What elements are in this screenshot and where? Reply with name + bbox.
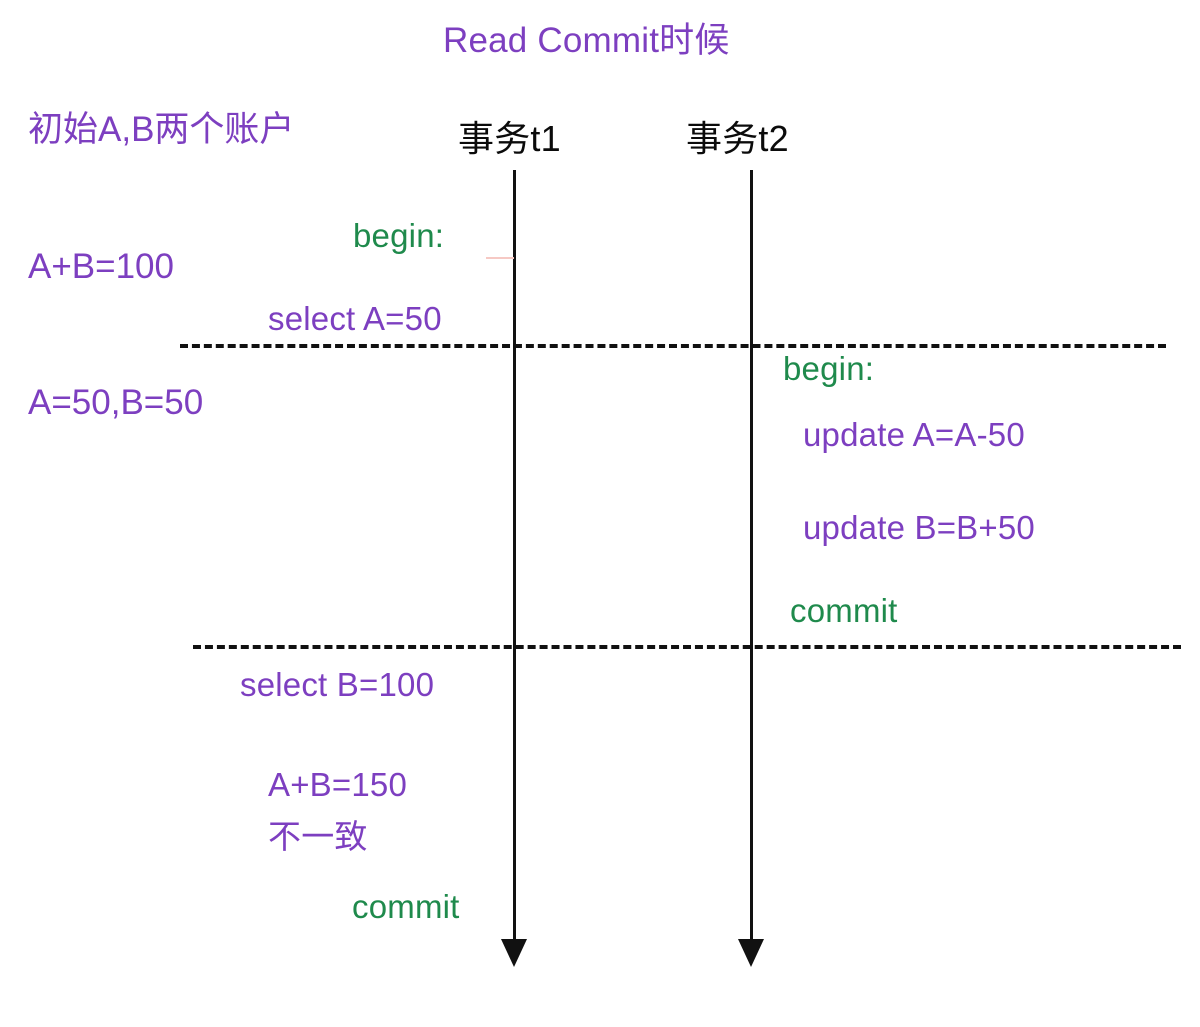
note-line-1: 初始A,B两个账户	[28, 110, 295, 149]
diagram-title: Read Commit时候	[443, 21, 730, 60]
lifeline-t1	[513, 170, 516, 943]
t2-step-update-a: update A=A-50	[803, 416, 1025, 453]
lifeline-t1-arrowhead-icon	[501, 939, 527, 967]
lane-label-t1: 事务t1	[458, 118, 561, 159]
separator-top	[180, 344, 1166, 348]
lifeline-t2-arrowhead-icon	[738, 939, 764, 967]
lifeline-t2	[750, 170, 753, 943]
t2-step-update-b: update B=B+50	[803, 509, 1035, 546]
pink-tick-mark	[486, 257, 514, 259]
t1-step-begin: begin:	[353, 217, 445, 254]
initial-state-note: 初始A,B两个账户 A+B=100 A=50,B=50	[28, 16, 294, 517]
t1-step-select-b: select B=100	[240, 666, 435, 703]
separator-bottom	[193, 645, 1181, 649]
t1-step-commit: commit	[352, 888, 460, 925]
t1-step-select-a: select A=50	[268, 300, 442, 337]
t2-step-begin: begin:	[783, 350, 875, 387]
lane-label-t2: 事务t2	[686, 118, 789, 159]
t1-step-sum: A+B=150	[268, 766, 408, 803]
note-line-2: A+B=100	[28, 246, 174, 286]
t1-step-inconsistent: 不一致	[268, 818, 368, 855]
t2-step-commit: commit	[790, 592, 898, 629]
note-line-3: A=50,B=50	[28, 383, 204, 422]
